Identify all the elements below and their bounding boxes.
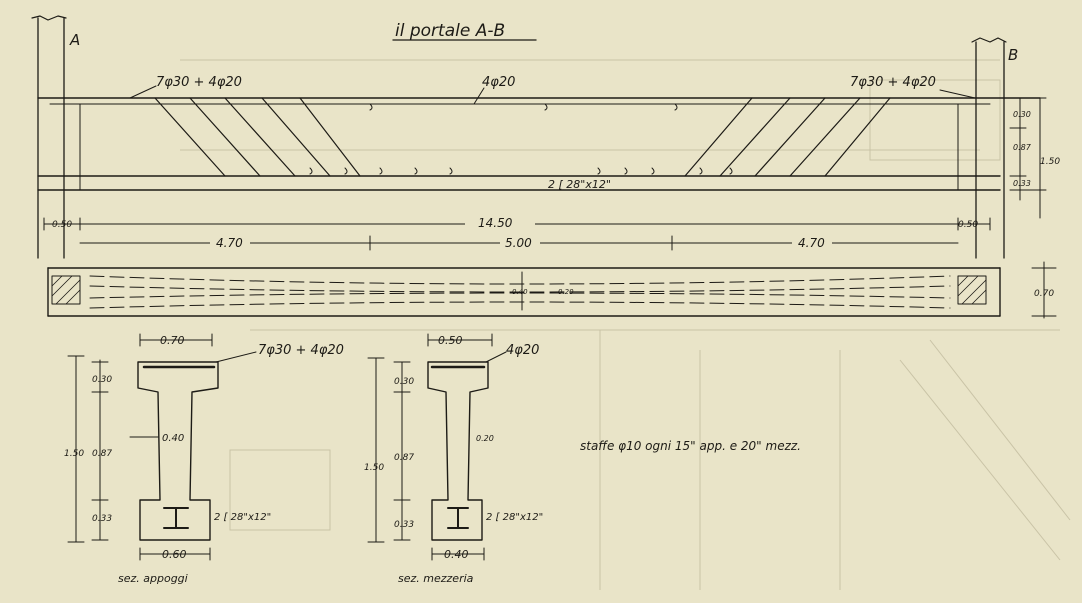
sec-midspan-bottom-rebar: 2 [ 28"x12" bbox=[486, 512, 543, 523]
sec-supports-height: 1.50 bbox=[64, 449, 84, 459]
section-supports bbox=[67, 333, 257, 561]
sec-supports-flange-width: 0.70 bbox=[160, 334, 185, 347]
dim-depth-web: 0.87 bbox=[1013, 143, 1032, 152]
dim-plan-width bbox=[1031, 261, 1057, 319]
stirrups-note: staffe φ10 ogni 15" app. e 20" mezz. bbox=[580, 439, 801, 453]
dim-depth bbox=[1009, 97, 1047, 219]
dim-end-left: 0.50 bbox=[52, 220, 72, 230]
sec-supports-rebar: 7φ30 + 4φ20 bbox=[258, 343, 344, 358]
right-column bbox=[971, 37, 1007, 259]
sec-supports-mid: 0.87 bbox=[92, 449, 112, 459]
sec-supports-bottom-rebar: 2 [ 28"x12" bbox=[214, 512, 271, 523]
sec-midspan-bottom: 0.33 bbox=[394, 520, 414, 530]
dim-seg-mid: 5.00 bbox=[505, 236, 532, 250]
sec-supports-top: 0.30 bbox=[92, 375, 112, 385]
support-label-b: B bbox=[1008, 46, 1018, 64]
sec-midspan-top: 0.30 bbox=[394, 377, 414, 387]
beam-elevation bbox=[37, 97, 1041, 191]
dim-plan-width-label: 0.70 bbox=[1034, 289, 1054, 299]
bent-bars-left bbox=[154, 97, 361, 177]
rebar-label-top-mid: 4φ20 bbox=[482, 75, 515, 90]
support-label-a: A bbox=[69, 31, 80, 49]
dim-end-right: 0.50 bbox=[958, 220, 978, 230]
sec-midspan-web: 0.20 bbox=[476, 434, 494, 443]
beam-plan bbox=[47, 267, 1001, 317]
section-midspan bbox=[367, 333, 507, 561]
bar-hooks bbox=[309, 103, 733, 175]
sec-midspan-height: 1.50 bbox=[364, 463, 384, 473]
dim-seg-left: 4.70 bbox=[216, 236, 243, 250]
dim-depth-top: 0.30 bbox=[1013, 110, 1031, 119]
dim-depth-total: 1.50 bbox=[1040, 157, 1060, 167]
sec-supports-caption: sez. appoggi bbox=[118, 572, 188, 585]
sec-midspan-flange-width: 0.50 bbox=[438, 334, 463, 347]
dim-depth-bot: 0.33 bbox=[1013, 179, 1031, 188]
sec-midspan-rebar: 4φ20 bbox=[506, 343, 539, 358]
sec-supports-base-width: 0.60 bbox=[162, 548, 187, 561]
rebar-label-top-left: 7φ30 + 4φ20 bbox=[156, 75, 242, 90]
left-column bbox=[31, 15, 67, 259]
sec-midspan-mid: 0.87 bbox=[394, 453, 414, 463]
dim-seg-right: 4.70 bbox=[798, 236, 825, 250]
rebar-label-bottom: 2 [ 28"x12" bbox=[548, 178, 611, 191]
sec-midspan-base-width: 0.40 bbox=[444, 548, 469, 561]
sec-supports-web: 0.40 bbox=[162, 433, 184, 444]
plan-hatch-right bbox=[957, 275, 987, 305]
sec-midspan-caption: sez. mezzeria bbox=[398, 572, 474, 585]
drawing-title: il portale A-B bbox=[395, 21, 505, 41]
plan-mid-label2: 0.20 bbox=[558, 288, 574, 296]
bent-bars-right bbox=[684, 97, 891, 177]
plan-mid-label: 0.40 bbox=[512, 288, 528, 296]
dim-span-total: 14.50 bbox=[478, 216, 513, 230]
background-ghost-lines bbox=[180, 59, 1071, 590]
sec-supports-bottom: 0.33 bbox=[92, 514, 112, 524]
plan-hatch-left bbox=[51, 275, 81, 305]
rebar-label-top-right: 7φ30 + 4φ20 bbox=[850, 75, 936, 90]
